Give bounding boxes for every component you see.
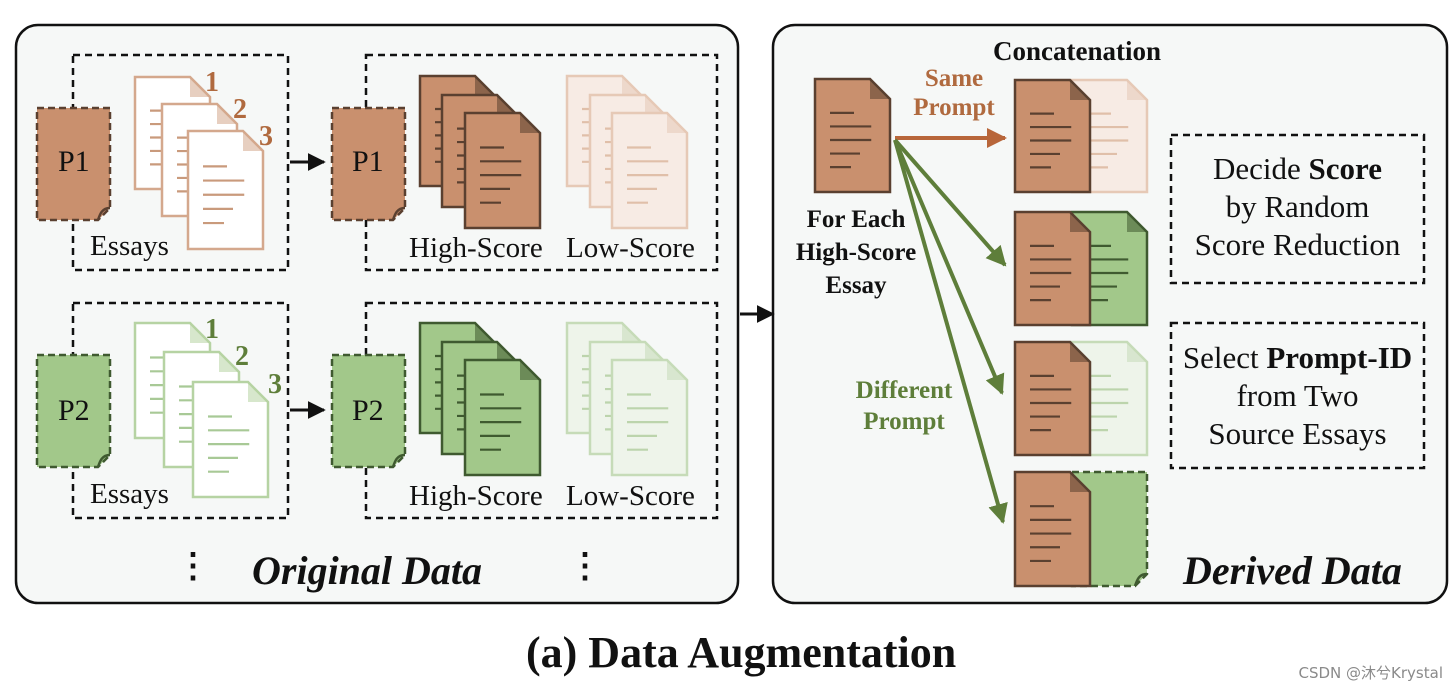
p1-high-doc-3 [463, 111, 542, 230]
decide-score-line-1: Decide Score [1173, 150, 1422, 188]
p2-prompt-label: P2 [58, 394, 90, 427]
source-essay-line-1: For Each [806, 206, 906, 233]
p2-prompt-doc [35, 353, 112, 469]
source-essay-label: For Each High-Score Essay [783, 203, 929, 302]
same-prompt-line-1: Same [924, 65, 984, 92]
ellipsis-right: ⋮ [568, 548, 602, 585]
decide-score-line-3: Score Reduction [1194, 227, 1401, 262]
p1-low-score-label: Low-Score [566, 232, 695, 264]
source-essay-line-2: High-Score [795, 239, 917, 266]
pair4-left-doc [1013, 470, 1092, 588]
ellipsis-left: ⋮ [176, 548, 210, 585]
different-prompt-line-2: Prompt [863, 408, 945, 435]
pair1-left-doc [1013, 78, 1092, 194]
p2-essay-number-1: 1 [205, 314, 219, 345]
different-prompt-arrow-1 [893, 138, 1007, 267]
p1-essay-number-3: 3 [259, 121, 273, 152]
select-prompt-line-3: Source Essays [1208, 416, 1387, 451]
select-prompt-line-1: Select Prompt-ID [1173, 339, 1422, 377]
p2-mapped-prompt-label: P2 [352, 394, 384, 427]
source-essay-line-3: Essay [825, 272, 887, 299]
same-prompt-line-2: Prompt [913, 94, 995, 121]
select-prompt-line-2: from Two [1236, 378, 1359, 413]
select-prompt-bold: Prompt-ID [1266, 340, 1413, 375]
different-prompt-arrow-2 [893, 139, 1005, 395]
p2-essay-number-3: 3 [268, 369, 282, 400]
p2-low-score-label: Low-Score [566, 480, 695, 512]
p1-mapped-prompt-label: P1 [352, 145, 384, 178]
source-high-score-doc [813, 77, 892, 194]
decide-score-prefix: Decide [1213, 151, 1309, 186]
different-prompt-line-1: Different [855, 377, 953, 404]
p1-essay-doc-3 [186, 129, 265, 251]
p1-prompt-label: P1 [58, 145, 90, 178]
p1-essay-number-2: 2 [233, 94, 247, 125]
pair2-left-doc [1013, 210, 1092, 327]
same-prompt-label: Same Prompt [904, 64, 1004, 122]
select-prompt-box [1169, 321, 1426, 470]
select-prompt-prefix: Select [1182, 340, 1267, 375]
p2-essay-number-2: 2 [235, 341, 249, 372]
decide-score-box [1169, 133, 1426, 285]
p2-high-doc-3 [463, 358, 542, 477]
p2-mapped-prompt-doc [330, 353, 407, 469]
figure-caption: (a) Data Augmentation [526, 628, 957, 677]
p2-essay-doc-3 [191, 380, 270, 499]
p1-high-score-label: High-Score [409, 232, 543, 264]
decide-score-text: Decide Score by Random Score Reduction [1173, 150, 1422, 264]
decide-score-bold: Score [1308, 151, 1382, 186]
p1-essays-label: Essays [90, 230, 169, 262]
p2-low-doc-3 [610, 358, 689, 477]
p1-mapped-prompt-doc [330, 106, 407, 222]
pair3-left-doc [1013, 340, 1092, 457]
select-prompt-text: Select Prompt-ID from Two Source Essays [1173, 339, 1422, 453]
derived-data-title: Derived Data [1183, 548, 1402, 593]
different-prompt-label: Different Prompt [843, 375, 965, 437]
different-prompt-arrow-3 [893, 139, 1008, 524]
p2-essays-label: Essays [90, 478, 169, 510]
p1-low-doc-3 [610, 111, 689, 230]
p2-high-score-label: High-Score [409, 480, 543, 512]
p1-prompt-doc [35, 106, 112, 222]
p1-essay-number-1: 1 [205, 67, 219, 98]
concatenation-label: Concatenation [993, 36, 1161, 66]
original-data-title: Original Data [252, 548, 483, 593]
decide-score-line-2: by Random [1225, 189, 1370, 224]
watermark: CSDN @沐兮Krystal [1298, 664, 1443, 682]
